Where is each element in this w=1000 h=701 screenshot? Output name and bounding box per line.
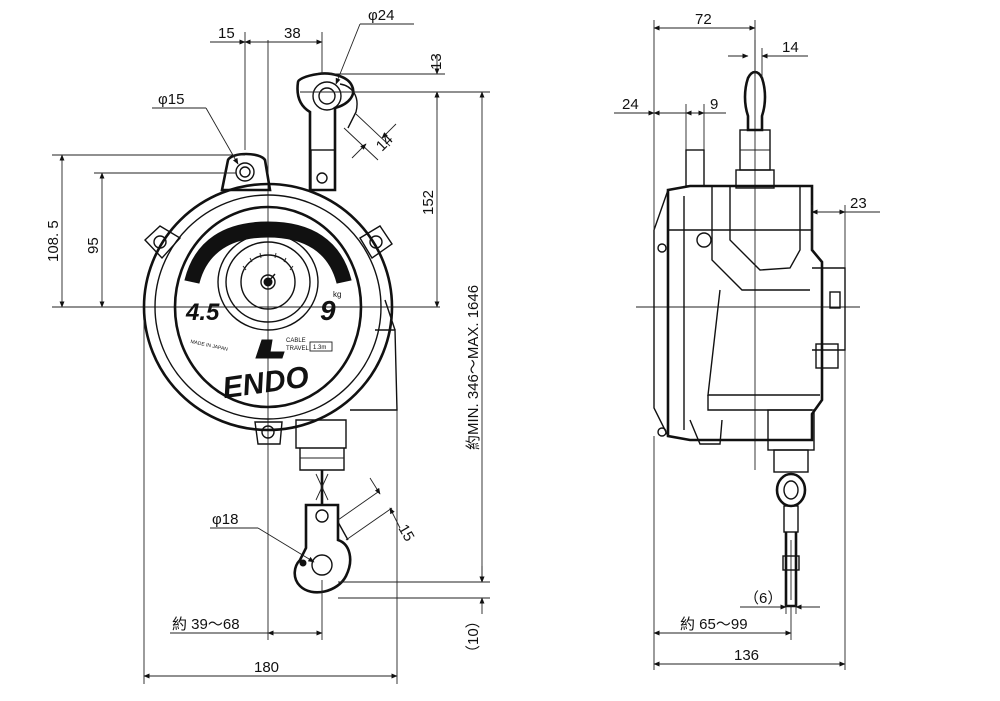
dimension-phi24: φ24 — [335, 7, 414, 85]
dimension-38-label: 38 — [284, 25, 301, 42]
suspension-eye — [220, 152, 272, 192]
cable-label-line-2: TRAVEL — [286, 346, 310, 352]
tension-gauge — [217, 233, 319, 331]
dimension-9-label: 9 — [710, 96, 718, 113]
dimension-travel-label: 約MIN. 346～MAX. 1646 — [465, 285, 482, 450]
dimension-65-99-label: 約 65～99 — [680, 616, 748, 633]
endo-logo-mark — [255, 339, 285, 359]
dimension-14-front-label: 14 — [373, 131, 397, 155]
cable-travel-value: 1.3m — [313, 345, 326, 351]
dimension-phi15: φ15 — [152, 91, 239, 165]
dimension-15-38: 15 38 — [210, 25, 323, 150]
dimension-108-5-label: 108. 5 — [45, 220, 62, 262]
unit-label: kg — [333, 290, 341, 299]
wire-cable — [315, 470, 329, 505]
dimension-13-label: 13 — [428, 53, 445, 70]
side-view: 72 14 24 9 23 — [614, 11, 880, 670]
dimension-95: 95 — [85, 172, 236, 308]
front-view: 4.5 9 kg ENDO CABLE TRAVEL 1.3m MADE IN … — [45, 7, 490, 684]
brand-wordmark: ENDO — [220, 360, 310, 405]
dimension-180-label: 180 — [254, 659, 279, 676]
dimension-72: 72 — [653, 11, 756, 230]
dimension-phi18: φ18 — [210, 511, 315, 563]
balancer-housing — [142, 182, 398, 445]
dimension-10: （10） — [338, 566, 490, 660]
side-housing — [653, 149, 846, 445]
dimension-6-label: （6） — [744, 590, 782, 607]
made-in-label: MADE IN JAPAN — [190, 339, 229, 353]
dimension-travel: 約MIN. 346～MAX. 1646 — [338, 91, 490, 583]
dimension-24-label: 24 — [622, 96, 639, 113]
min-load-label: 4.5 — [185, 299, 220, 326]
label-plate: 4.5 9 kg ENDO CABLE TRAVEL 1.3m MADE IN … — [173, 205, 363, 409]
housing-lug-left — [144, 225, 182, 260]
dimension-phi15-label: φ15 — [158, 91, 184, 108]
dimension-152: 152 — [420, 91, 440, 308]
dimension-6: （6） — [740, 590, 820, 614]
cable-outlet — [295, 419, 347, 471]
dimension-14-side: 14 — [728, 39, 808, 78]
dimension-95-label: 95 — [85, 237, 102, 254]
cable-label-line-1: CABLE — [286, 338, 306, 344]
dimension-phi18-label: φ18 — [212, 511, 238, 528]
side-cable-outlet — [767, 409, 815, 473]
dimension-14-side-label: 14 — [782, 39, 799, 56]
dimension-108-5: 108. 5 — [45, 154, 245, 308]
dimension-65-99: 約 65～99 — [653, 436, 792, 670]
side-bottom-hook — [775, 472, 807, 608]
dimension-23: 23 — [811, 195, 880, 268]
housing-lug-bottom — [254, 421, 283, 445]
dimension-24-9: 24 9 — [614, 96, 726, 150]
dimension-136-label: 136 — [734, 647, 759, 664]
bottom-hook — [293, 503, 352, 594]
dimension-15-hook: 15 — [337, 477, 418, 545]
max-load-label: 9 — [320, 295, 336, 326]
dimension-39-68: 約 39～68 — [170, 440, 323, 640]
side-top-hook — [735, 70, 775, 189]
dimension-10-label: （10） — [465, 613, 482, 660]
dimension-136: 136 — [653, 350, 846, 670]
dimension-23-label: 23 — [850, 195, 867, 212]
housing-lug-right — [359, 225, 393, 260]
dimension-phi24-label: φ24 — [368, 7, 394, 24]
dimension-152-label: 152 — [420, 190, 437, 215]
dimension-39-68-label: 約 39～68 — [172, 616, 240, 633]
dimension-15-hook-label: 15 — [395, 522, 418, 545]
dimension-72-label: 72 — [695, 11, 712, 28]
dimension-180: 180 — [143, 320, 398, 684]
top-hook — [296, 72, 358, 192]
dimension-15-top-label: 15 — [218, 25, 235, 42]
